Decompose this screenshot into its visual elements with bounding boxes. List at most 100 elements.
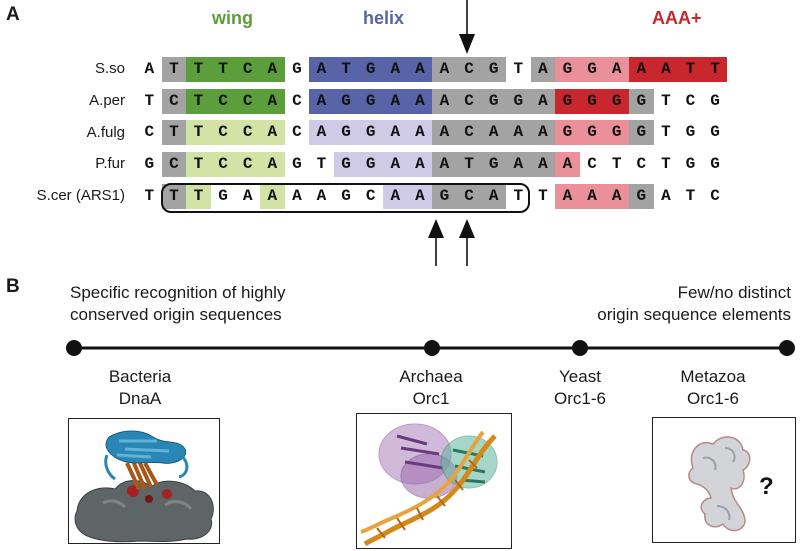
nucleotide-cell: T [678,57,703,82]
right-description-line1: Few/no distinct [677,283,791,302]
nucleotide-cell: A [260,57,285,82]
nucleotide-cell: A [407,120,433,145]
nucleotide-cell: G [358,152,383,177]
node-yeast-line1: Yeast [559,367,601,386]
nucleotide-cell: C [678,89,703,114]
nucleotide-cell: A [432,89,457,114]
nucleotide-cell: A [555,152,580,177]
nucleotide-cell: A [309,184,334,209]
node-metazoa-line1: Metazoa [680,367,746,386]
nucleotide-cell: G [604,120,629,145]
nucleotide-cell: G [555,120,580,145]
nucleotide-cell: A [309,57,334,82]
nucleotide-cell: G [284,57,310,82]
nucleotide-cell: G [629,89,654,114]
node-bacteria-line1: Bacteria [108,367,172,386]
archaea-orc1-structure-image [356,413,512,549]
nucleotide-cell: G [481,89,506,114]
nucleotide-cell: G [358,57,383,82]
nucleotide-cell: A [530,152,556,177]
timeline-node-bacteria [66,340,82,356]
nucleotide-cell: C [284,120,310,145]
nucleotide-cell: T [604,152,629,177]
nucleotide-cell: T [653,89,679,114]
nucleotide-cell: T [333,57,359,82]
nucleotide-cell: G [629,184,654,209]
nucleotide-cell: A [383,120,408,145]
nucleotide-cell: A [260,152,285,177]
nucleotide-cell: G [358,89,383,114]
nucleotide-cell: T [186,184,211,209]
panel-a-letter: A [6,4,20,25]
helix-label: helix [363,8,405,28]
nucleotide-cell: A [407,152,433,177]
nucleotide-cell: T [137,184,162,209]
nucleotide-cell: A [137,57,162,82]
nucleotide-cell: T [530,184,556,209]
nucleotide-cell: C [235,57,260,82]
nucleotide-cell: C [161,89,187,114]
nucleotide-cell: T [653,152,679,177]
top-arrow [459,0,475,54]
left-description-line2: conserved origin sequences [70,305,282,324]
alignment-arrows [428,0,475,266]
bacteria-dnaa-structure-image [68,418,220,544]
ars1-bracket [161,183,530,213]
nucleotide-cell: A [506,120,531,145]
nucleotide-cell: T [161,57,187,82]
orc-em-density-illustration: ? [688,436,774,532]
nucleotide-cell: G [333,120,359,145]
nucleotide-cell: C [210,89,236,114]
nucleotide-cell: C [137,120,162,145]
nucleotide-cell: C [702,184,728,209]
nucleotide-cell: A [383,152,408,177]
nucleotide-cell: C [235,152,260,177]
nucleotide-cell: A [383,184,408,209]
nucleotide-cell: A [309,120,334,145]
nucleotide-cell: A [506,152,531,177]
question-mark: ? [759,473,774,500]
nucleotide-cell: G [284,152,310,177]
nucleotide-cell: C [210,152,236,177]
nucleotide-cell: C [579,152,605,177]
nucleotide-cell: T [186,57,211,82]
nucleotide-cell: C [284,89,310,114]
nucleotide-cell: C [358,184,383,209]
nucleotide-cell: A [579,184,605,209]
timeline-node-metazoa [779,340,795,356]
nucleotide-cell: T [702,57,728,82]
nucleotide-cell: A [383,89,408,114]
nucleotide-cell: G [678,152,703,177]
nucleotide-cell: T [678,184,703,209]
node-archaea-line1: Archaea [399,367,463,386]
nucleotide-cell: C [456,57,482,82]
nucleotide-cell: A [284,184,310,209]
orc1-structure-illustration [360,423,498,547]
nucleotide-cell: A [309,89,334,114]
nucleotide-cell: A [432,120,457,145]
nucleotide-cell: A [530,57,556,82]
nucleotide-cell: T [210,57,236,82]
node-bacteria-line2: DnaA [118,389,162,408]
nucleotide-cell: T [186,152,211,177]
nucleotide-cell: T [161,120,187,145]
nucleotide-cell: T [137,89,162,114]
nucleotide-cell: G [481,152,506,177]
nucleotide-cell: G [702,120,728,145]
nucleotide-cell: A [260,184,285,209]
metazoa-orc-structure-image: ? [652,417,796,543]
nucleotide-cell: G [137,152,162,177]
nucleotide-cell: G [333,152,359,177]
nucleotide-cell: G [702,152,728,177]
left-description-line1: Specific recognition of highly [70,283,286,302]
nucleotide-cell: T [309,152,334,177]
bottom-arrow-right [459,219,475,266]
nucleotide-cell: G [333,89,359,114]
row-label-aper: A.per [89,92,125,109]
row-label-sso: S.so [94,60,125,77]
nucleotide-cell: T [506,57,531,82]
nucleotide-cell: C [210,120,236,145]
nucleotide-cell: A [604,184,629,209]
timeline [66,340,795,356]
nucleotide-cell: A [260,89,285,114]
